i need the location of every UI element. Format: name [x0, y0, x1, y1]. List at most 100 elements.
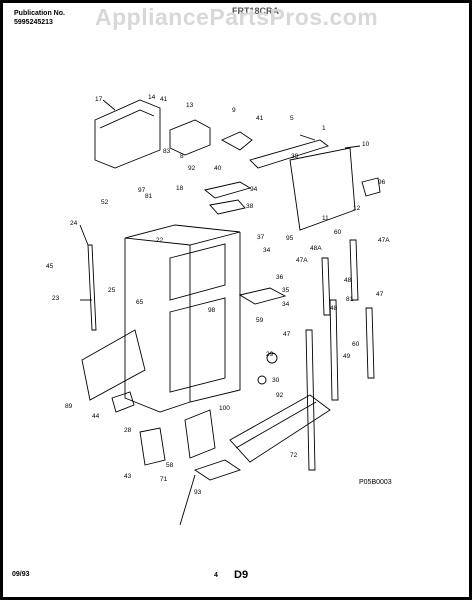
leader-17	[102, 99, 116, 111]
callout: 47	[376, 291, 384, 298]
callout: 39	[291, 153, 299, 160]
footer-date: 09/93	[12, 571, 30, 578]
callout: 60	[334, 229, 342, 236]
footer-page-number: 4	[214, 572, 218, 579]
callout: 83	[163, 148, 171, 155]
callout: 34	[282, 301, 290, 308]
drawing-reference: P05B0003	[359, 479, 392, 486]
callout: 71	[160, 476, 168, 483]
callout: 25	[108, 287, 116, 294]
callout: 48	[330, 305, 338, 312]
callout: 11	[322, 215, 329, 222]
callout: 44	[92, 413, 100, 420]
bracket-35-shape	[238, 287, 287, 305]
callout: 30	[272, 377, 280, 384]
page-border-top	[0, 0, 472, 3]
callout: 28	[124, 427, 132, 434]
section-code: D9	[234, 569, 249, 581]
callout: 37	[257, 234, 265, 241]
callout: 45	[46, 263, 54, 270]
callout: 43	[124, 473, 132, 480]
page-border-right	[469, 0, 472, 600]
callout: 58	[166, 462, 174, 469]
callout: 9	[232, 107, 236, 114]
rail-48-left	[329, 299, 339, 401]
callout: 59	[256, 317, 264, 324]
callout: 24	[70, 220, 78, 227]
leader-10	[344, 145, 361, 149]
rail-47-right	[365, 307, 375, 379]
watermark: AppliancePartsPros.com	[95, 4, 379, 30]
callout: 1	[322, 125, 326, 132]
callout: 34	[263, 247, 271, 254]
callout: 5	[290, 115, 294, 122]
callout: 35	[282, 287, 290, 294]
air-duct-shape	[249, 139, 329, 169]
grille-line	[235, 401, 317, 449]
part-44-shape	[111, 391, 135, 413]
callout: 23	[52, 295, 60, 302]
liner-outline	[124, 232, 241, 413]
fan-bracket-shape	[220, 131, 253, 151]
callout: 52	[101, 199, 109, 206]
evaporator-cover-shape	[94, 99, 161, 169]
freezer-opening	[169, 243, 226, 301]
callout: 47A	[378, 237, 390, 244]
rail-47a-left	[321, 257, 331, 316]
page-border-bottom	[0, 597, 472, 600]
callout: 98	[208, 307, 216, 314]
model-number: FRT18CRA	[232, 6, 280, 16]
part-96-shape	[361, 177, 381, 197]
part-100-shape	[184, 409, 216, 459]
callout: 29	[266, 351, 274, 358]
callout: 92	[276, 392, 284, 399]
callout: 100	[219, 405, 230, 412]
callout: 92	[188, 165, 196, 172]
callout: 48A	[310, 245, 322, 252]
callout: 36	[276, 274, 284, 281]
base-grille-72	[229, 394, 331, 463]
callout: 48	[344, 277, 352, 284]
callout: 49	[343, 353, 351, 360]
callout: 97	[138, 187, 146, 194]
callout: 40	[214, 165, 222, 172]
callout: 47	[283, 331, 291, 338]
callout: 47A	[296, 257, 308, 264]
callout: 96	[378, 179, 386, 186]
callout: 89	[65, 403, 73, 410]
publication-label: Publication No.	[14, 10, 65, 17]
bottom-panel-89	[81, 329, 146, 401]
callout: 14	[148, 94, 156, 101]
callout: 13	[186, 102, 194, 109]
part-29-shape	[266, 352, 278, 364]
hinge-58-shape	[139, 427, 166, 466]
part-93-shape	[193, 459, 242, 481]
callout-labels: 17 14 41 13 9 41 5 1 10 8 83 92 40 39 96…	[46, 94, 390, 496]
callout: 17	[95, 96, 103, 103]
part-38-shape	[209, 199, 246, 215]
wire-tube-23	[87, 244, 97, 331]
callout: 12	[353, 205, 361, 212]
rail-47a-right	[349, 239, 359, 301]
callout: 93	[194, 489, 202, 496]
callout: 60	[352, 341, 360, 348]
shelf-40-shape	[203, 181, 252, 199]
callout: 22	[156, 237, 164, 244]
page-border-left	[0, 0, 3, 600]
callout: 10	[362, 141, 370, 148]
callout: 65	[136, 299, 144, 306]
control-housing-shape	[169, 119, 211, 156]
callout: 41	[160, 96, 168, 103]
fresh-food-opening	[169, 297, 226, 393]
liner-top	[124, 224, 241, 246]
callout: 41	[256, 115, 264, 122]
cover-inner-line	[99, 109, 155, 129]
callout: 95	[286, 235, 294, 242]
callout: 38	[246, 203, 254, 210]
leader-24	[79, 224, 89, 246]
callout: 72	[290, 452, 298, 459]
part-30-shape	[257, 375, 267, 385]
rear-panel-shape	[289, 147, 356, 231]
